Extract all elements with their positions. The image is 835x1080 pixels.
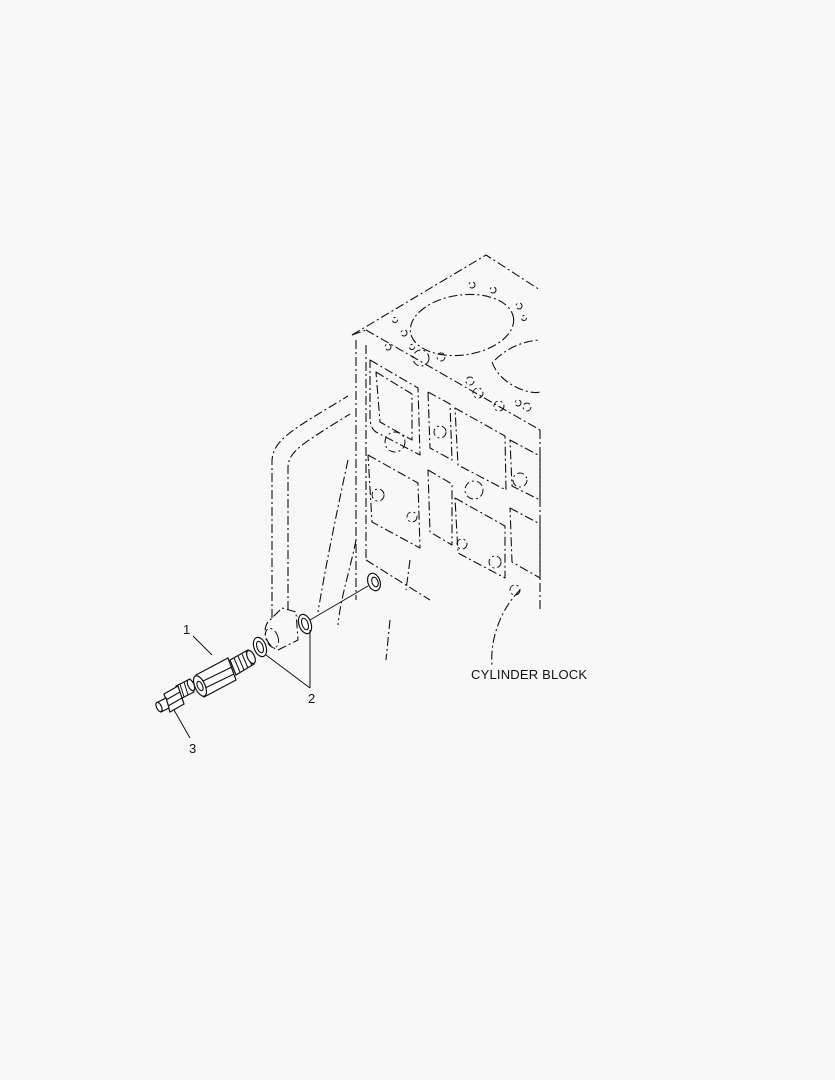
callout-1: 1 — [183, 622, 190, 637]
leader-3 — [173, 709, 191, 739]
elbow-opening — [264, 627, 280, 649]
sealing-washer-lower — [252, 636, 268, 658]
water-jacket-panels — [367, 359, 541, 596]
leader-1 — [192, 635, 213, 656]
leader-2b — [265, 654, 311, 689]
phantom-pipe — [271, 395, 351, 618]
callout-leaders — [173, 630, 311, 739]
cylinder-block-outline — [317, 254, 541, 666]
cylinder-bores — [384, 281, 541, 412]
callout-3: 3 — [189, 741, 196, 756]
sensor-part-3 — [155, 678, 196, 713]
callout-2: 2 — [308, 691, 315, 706]
assembly-axis — [309, 585, 369, 621]
cylinder-block-label: CYLINDER BLOCK — [471, 667, 587, 682]
adapter-part-1 — [192, 649, 256, 698]
elbow-fitting — [264, 607, 299, 651]
sealing-washer-upper — [297, 613, 313, 635]
block-port — [366, 572, 382, 592]
